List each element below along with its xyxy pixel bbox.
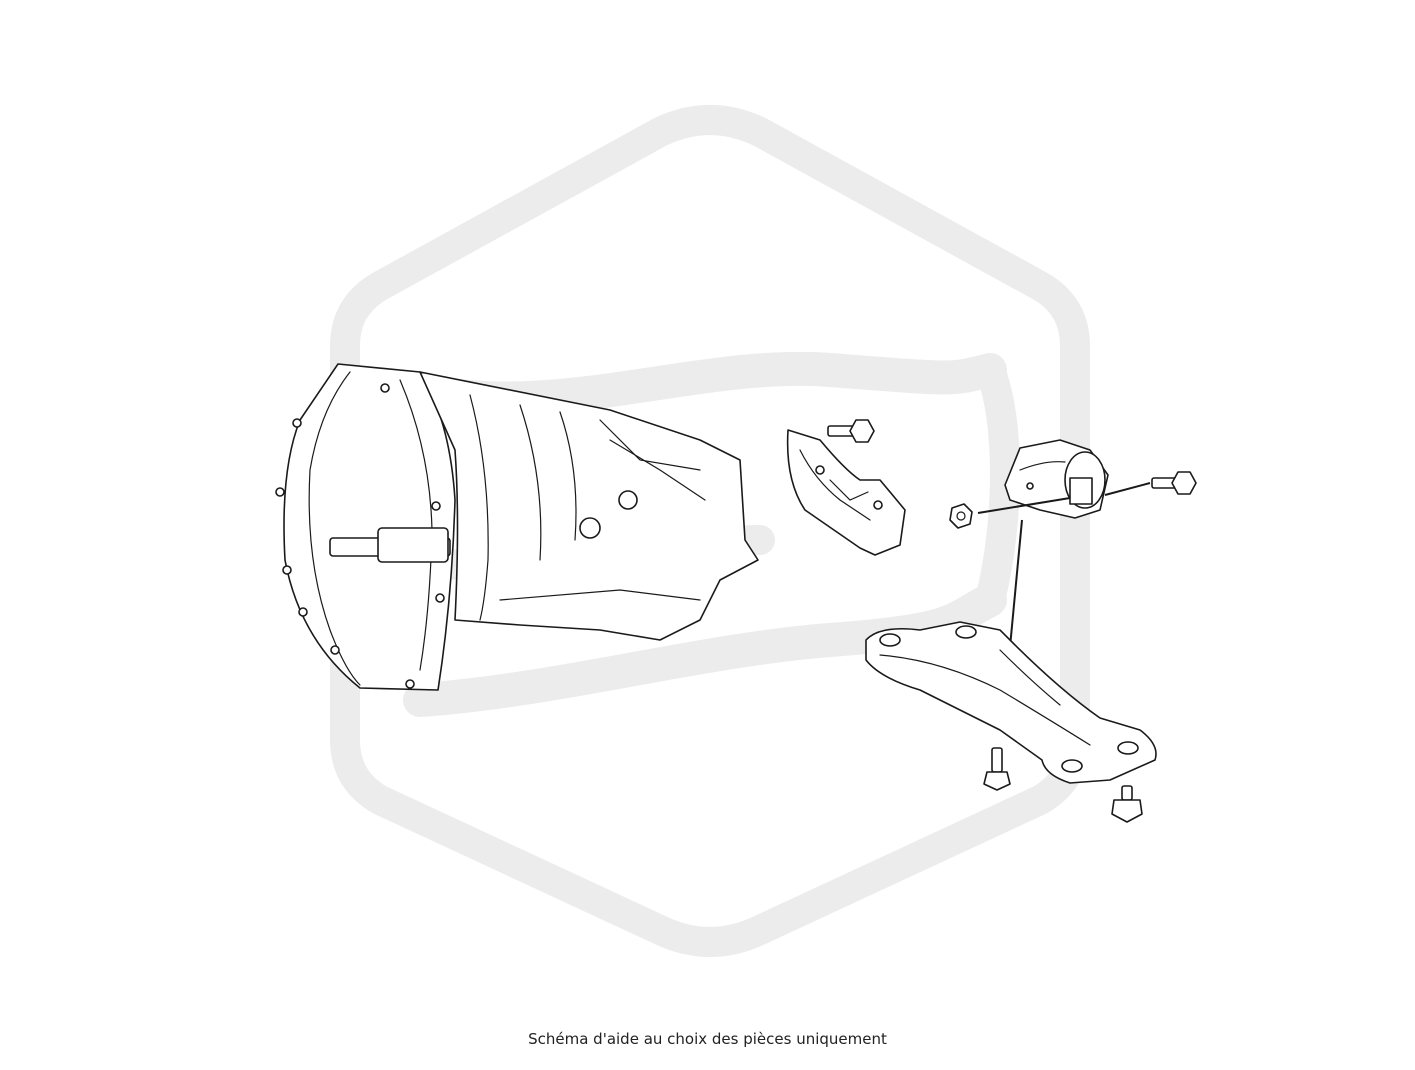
bellhousing: [283, 363, 456, 691]
crossmember: [865, 621, 1157, 784]
watermark-stripe-bottom: [403, 583, 1007, 717]
nut-leader: [977, 497, 1071, 514]
bracket-bolt: [827, 419, 875, 443]
gearbox-case: [419, 371, 759, 641]
transmission: [275, 363, 759, 691]
crossmember-bolt-bottom: [1111, 785, 1143, 823]
mount-bracket: [786, 429, 906, 556]
mount-bolt-right: [1104, 471, 1197, 496]
crossmember-bolt-left: [983, 747, 1011, 791]
engine-mount: [1004, 439, 1109, 519]
watermark-s-curve: [975, 364, 1020, 604]
mount-nut: [949, 503, 973, 529]
diagram-caption: Schéma d'aide au choix des pièces unique…: [528, 1030, 887, 1048]
